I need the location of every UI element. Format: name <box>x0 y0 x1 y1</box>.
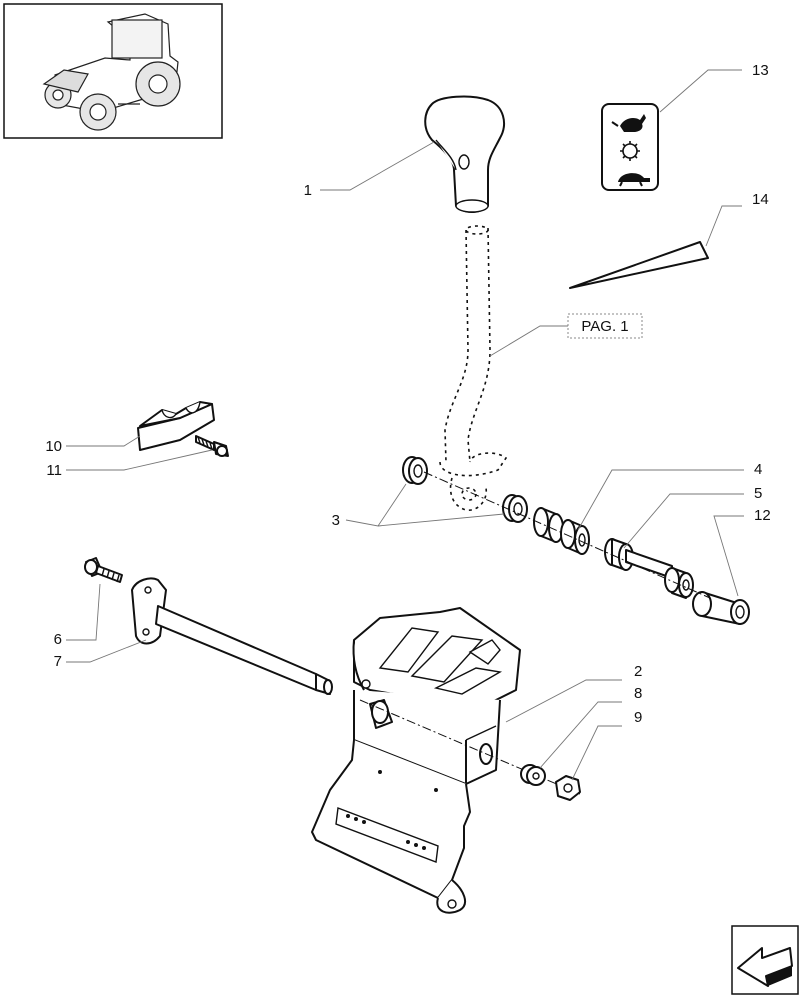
callout-9: 9 <box>634 709 642 726</box>
leader-lines <box>66 69 744 781</box>
gear-knob <box>424 95 505 213</box>
end-cap <box>692 591 750 625</box>
callout-7: 7 <box>54 653 62 670</box>
callout-3: 3 <box>332 512 340 529</box>
screw-small <box>195 435 229 457</box>
callout-numbers: 1 2 3 4 5 6 7 8 9 10 11 12 13 14 <box>45 62 770 726</box>
callout-4: 4 <box>754 461 762 478</box>
callout-2: 2 <box>634 663 642 680</box>
washer <box>520 764 546 786</box>
callout-5: 5 <box>754 485 762 502</box>
collar-shaft <box>604 538 694 599</box>
decal-wedge <box>569 241 709 289</box>
clamp-block <box>137 401 215 451</box>
gear-icon <box>620 141 640 161</box>
callout-14: 14 <box>752 191 769 208</box>
callout-1: 1 <box>304 182 312 199</box>
page-reference-box[interactable]: PAG. 1 <box>567 313 643 339</box>
page-reference-label: PAG. 1 <box>581 318 628 335</box>
callout-6: 6 <box>54 631 62 648</box>
speed-symbol-plate <box>601 103 659 191</box>
callout-11: 11 <box>46 462 62 479</box>
callout-10: 10 <box>45 438 62 455</box>
bush-left <box>402 456 428 485</box>
gear-gate-bracket <box>311 607 521 914</box>
nut <box>555 775 581 801</box>
flange-shaft <box>131 577 333 695</box>
bolt <box>84 557 123 583</box>
callout-8: 8 <box>634 685 642 702</box>
callout-13: 13 <box>752 62 769 79</box>
gear-lever-rod <box>439 225 508 511</box>
next-page-arrow-icon[interactable] <box>731 925 799 995</box>
tractor-thumbnail-icon[interactable] <box>3 3 223 139</box>
rabbit-icon <box>611 114 646 132</box>
bush-right <box>502 494 528 523</box>
spacer-pair <box>533 507 590 555</box>
turtle-icon <box>618 173 650 187</box>
callout-12: 12 <box>754 507 771 524</box>
